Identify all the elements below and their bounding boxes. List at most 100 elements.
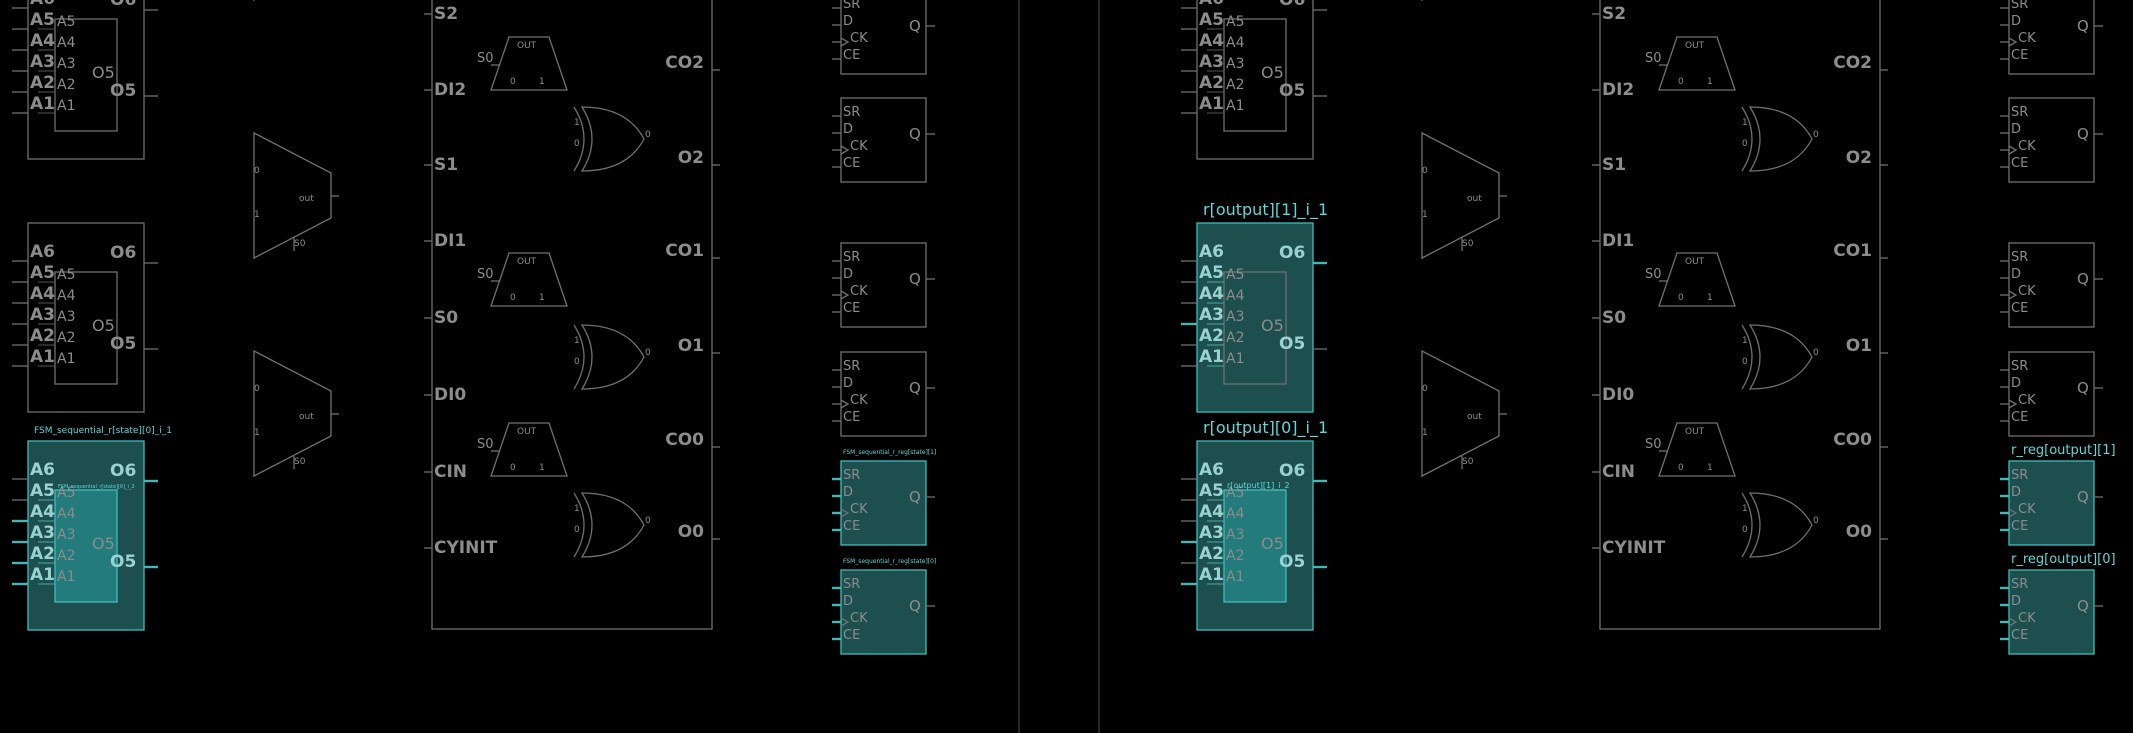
carry-right-pin-label: O0 [1846, 522, 1872, 542]
ff-clock-glyph [2008, 37, 2018, 47]
lut-inner-output-label: O5 [92, 63, 115, 82]
mux-input-1-label: 1 [254, 428, 260, 438]
lut-outline[interactable] [1196, 0, 1314, 160]
xor-output-label: 0 [1813, 130, 1819, 140]
carry-mux-in1-label: 1 [539, 77, 545, 87]
ff-outline[interactable] [2008, 351, 2095, 437]
mux-body[interactable] [1421, 131, 1500, 260]
lut-inner-outline [1223, 271, 1287, 385]
carry-mux-in1-label: 1 [539, 463, 545, 473]
lut-output-label: O5 [1279, 552, 1305, 572]
lut-cell-label: FSM_sequential_r[state][0]_i_1 [34, 426, 172, 436]
carry4-block[interactable]: S2DI2S1DI1S0DI0CINCYINITCO2O2CO1O1CO0O0O… [424, 0, 720, 630]
mux-select-label: S0 [1462, 239, 1474, 249]
mux-body[interactable] [253, 131, 332, 260]
lut-output-label: O6 [1279, 461, 1305, 481]
lut-inner-input-label: A2 [57, 77, 75, 93]
ff-pin-label: SR [2011, 0, 2028, 12]
ff-outline[interactable] [840, 569, 927, 655]
carry-mux-in0-label: 0 [510, 77, 516, 87]
lut-input-label: A6 [1199, 460, 1224, 480]
lut-inner-input-label: A5 [57, 14, 75, 30]
carry-right-pin-label: O2 [678, 148, 704, 168]
ff-pin-label: CK [2018, 139, 2036, 154]
lut-input-label: A2 [1199, 73, 1224, 93]
lut-cell-label: r[output][1]_i_1 [1203, 200, 1328, 220]
ff-clock-glyph [840, 290, 850, 300]
ff-outline[interactable] [2008, 242, 2095, 328]
lut-output-label: O6 [110, 243, 136, 263]
carry-left-pin-label: S2 [434, 4, 458, 24]
carry-mux-body [490, 252, 568, 307]
ff-outline[interactable] [2008, 0, 2095, 75]
lut-inner-input-label: A2 [1226, 330, 1244, 346]
lut-inner-input-label: A5 [57, 267, 75, 283]
ff-outline[interactable] [840, 460, 927, 546]
ff-outline[interactable] [840, 242, 927, 328]
ff-outline[interactable] [2008, 97, 2095, 183]
lut-output-label: O5 [110, 552, 136, 572]
ff-pin-label: D [2011, 376, 2021, 391]
carry-mux-in0-label: 0 [1678, 293, 1684, 303]
mux-output-label: out [1467, 194, 1482, 204]
ff-clock-glyph [2008, 617, 2018, 627]
ff-pin-label: D [2011, 14, 2021, 29]
ff-outline[interactable] [2008, 460, 2095, 546]
carry-outline[interactable] [1599, 0, 1881, 630]
ff-outline[interactable] [840, 351, 927, 437]
mux-body[interactable] [1421, 349, 1500, 478]
ff-outline[interactable] [2008, 569, 2095, 655]
ff-clock-glyph [2008, 399, 2018, 409]
lut-inner-output-label: O5 [92, 316, 115, 335]
xor-input-0-label: 0 [1742, 525, 1748, 535]
mux-body[interactable] [253, 349, 332, 478]
carry-right-pin-label: CO2 [665, 53, 704, 73]
ff-output-label: Q [2077, 597, 2089, 615]
carry4-block[interactable]: S2DI2S1DI1S0DI0CINCYINITCO2O2CO1O1CO0O0O… [1592, 0, 1888, 630]
lut-output-label: O5 [110, 81, 136, 101]
selected-lut-cell[interactable]: A6A5A4A3A2A1A5A4A3A2A1O5O6O5FSM_sequenti… [12, 426, 172, 631]
lut-inner-outline [1223, 489, 1287, 603]
selected-lut-cell[interactable]: A6A5A4A3A2A1A5A4A3A2A1O5O6O5r[output][0]… [1181, 418, 1328, 631]
tile-dividers [1018, 0, 1100, 733]
lut-outline[interactable] [27, 222, 145, 413]
carry-mux-body [490, 36, 568, 91]
ff-pin-label: D [2011, 594, 2021, 609]
lut-inner-outline [54, 489, 118, 603]
selected-lut-cell[interactable]: A6A5A4A3A2A1A5A4A3A2A1O5O6O5r[output][1]… [1181, 200, 1328, 413]
ff-pin-label: CE [2011, 48, 2028, 63]
ff-outline[interactable] [840, 0, 927, 75]
carry-outline[interactable] [431, 0, 713, 630]
lut-inner-input-label: A2 [57, 330, 75, 346]
carry-mux-sel-label: S0 [1645, 51, 1662, 66]
lut-outline[interactable] [27, 0, 145, 160]
carry-right-pin-label: CO1 [665, 241, 704, 261]
ff-pin-label: CK [850, 502, 868, 517]
lut-outline[interactable] [1196, 222, 1314, 413]
ff-outline[interactable] [840, 97, 927, 183]
lut-inner-input-label: A1 [1226, 569, 1244, 585]
ff-pin-label: CE [843, 48, 860, 63]
